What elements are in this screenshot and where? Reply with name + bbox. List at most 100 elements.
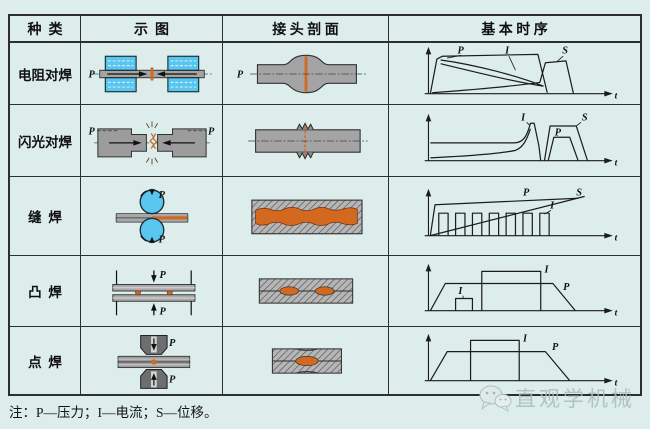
projection-left: [134, 290, 141, 296]
rotation-arc-bottom: [139, 235, 147, 242]
welding-table: 种 类 示 图 接 头 剖 面 基 本 时 序 电阻对焊: [8, 14, 642, 396]
label-t: t: [614, 378, 617, 388]
sheet-upper-hatched: [258, 278, 353, 292]
label-P: P: [554, 127, 561, 138]
resistance-butt-section-svg: P: [236, 54, 366, 93]
spot-timing-svg: I P t: [424, 333, 617, 388]
curve-I-lower: [439, 62, 544, 87]
diagram-spot: P P: [81, 327, 223, 394]
timing-flash-butt: I P S t: [389, 105, 640, 177]
weld-joint-line: [150, 66, 153, 81]
curve-P: [547, 136, 579, 161]
force-arrow-down: [150, 343, 157, 351]
force-arrow-right: [138, 70, 147, 77]
timing-projection: I I P t: [389, 256, 640, 327]
label-I-preheat: I: [457, 286, 463, 297]
curve-S: [431, 59, 574, 94]
row-label-spot: 点 焊: [28, 354, 62, 370]
label-S: S: [581, 112, 587, 123]
pulse-I-preheat: [454, 297, 473, 311]
pressure-label-bottom: P: [168, 374, 175, 385]
label-P: P: [457, 45, 464, 56]
timing-spot: I P t: [389, 327, 640, 394]
y-axis-arrow: [425, 46, 431, 54]
curve-flash-I: [429, 122, 541, 161]
spark-burst-bottom: [145, 157, 158, 164]
resistance-butt-timing-svg: P I S t: [424, 45, 617, 101]
section-resistance-butt: P: [223, 43, 389, 105]
seam-nugget-band: [254, 206, 358, 226]
seam-weld: [151, 216, 187, 220]
timing-seam: P S I t: [389, 177, 640, 256]
seam-timing-svg: P S I t: [424, 187, 617, 243]
force-arrow-left: [161, 139, 171, 146]
diagram-seam: P P: [81, 177, 223, 256]
header-timing: 基 本 时 序: [481, 22, 548, 38]
indent-bottom: [295, 370, 318, 374]
nugget: [294, 355, 319, 366]
clamp-top-left: [104, 55, 137, 71]
section-flash-butt: [223, 105, 389, 177]
clamp-bottom-right: [166, 76, 199, 92]
section-seam: [223, 177, 389, 256]
label-S: S: [562, 45, 568, 56]
pressure-label-left: P: [88, 126, 95, 137]
row-label-projection: 凸 焊: [28, 285, 62, 300]
weld-nugget-dot: [150, 358, 157, 365]
pressure-label-bottom: P: [158, 234, 165, 245]
flash-butt-section-svg: [247, 121, 368, 160]
curve-flash-feed: [429, 128, 531, 158]
label-t: t: [614, 308, 617, 318]
diagram-resistance-butt: P: [81, 43, 223, 105]
force-arrow-up: [150, 372, 157, 380]
label-t: t: [614, 91, 617, 101]
row-label-flash-butt: 闪光对焊: [18, 134, 72, 150]
label-t: t: [614, 233, 617, 243]
header-type: 种 类: [27, 22, 63, 38]
resistance-butt-diagram-svg: P: [88, 55, 212, 92]
label-I-weld: I: [543, 264, 549, 275]
curve-P: [429, 350, 570, 381]
header-section: 接 头 剖 面: [272, 22, 339, 38]
curve-P: [429, 197, 578, 236]
diagram-flash-butt: P P: [81, 105, 223, 177]
seam-diagram-svg: P P: [115, 188, 188, 245]
section-projection: [223, 256, 389, 327]
label-P: P: [563, 282, 570, 293]
clamp-bottom-left: [104, 76, 137, 92]
flash-butt-diagram-svg: P P: [88, 120, 215, 164]
timing-resistance-butt: P I S t: [389, 43, 640, 105]
curve-S: [429, 195, 585, 237]
pressure-label-top: P: [158, 190, 165, 201]
projection-right: [165, 290, 173, 296]
force-arrow-right: [132, 139, 142, 146]
diagram-projection: P P: [81, 256, 223, 327]
label-I: I: [504, 45, 510, 56]
spot-section-svg: [271, 347, 342, 374]
label-I: I: [549, 201, 555, 212]
wechat-icon: [479, 385, 512, 412]
curve-S: [543, 124, 588, 161]
pulse-I: [469, 339, 520, 381]
force-arrow-up: [148, 236, 155, 243]
electrode-edges: [115, 270, 192, 316]
nugget-right: [314, 286, 334, 296]
t-axis-arrow: [603, 90, 613, 96]
seam-section-svg: [250, 199, 363, 235]
pressure-label-top: P: [168, 337, 175, 348]
projection-section-svg: [258, 278, 353, 304]
curve-P: [429, 53, 548, 94]
curve-I-upper: [440, 58, 544, 87]
pressure-label-right: P: [208, 126, 215, 137]
label-P: P: [551, 341, 558, 352]
indent-top: [295, 347, 318, 351]
spark-burst-top: [145, 120, 158, 128]
current-pulses: [437, 212, 550, 236]
force-arrow-up: [150, 303, 157, 311]
curve-P: [429, 282, 576, 312]
sheet-lower-hatched: [258, 290, 353, 304]
clamp-top-right: [166, 55, 199, 71]
flash-sparks: [148, 132, 158, 149]
label-t: t: [614, 158, 617, 168]
